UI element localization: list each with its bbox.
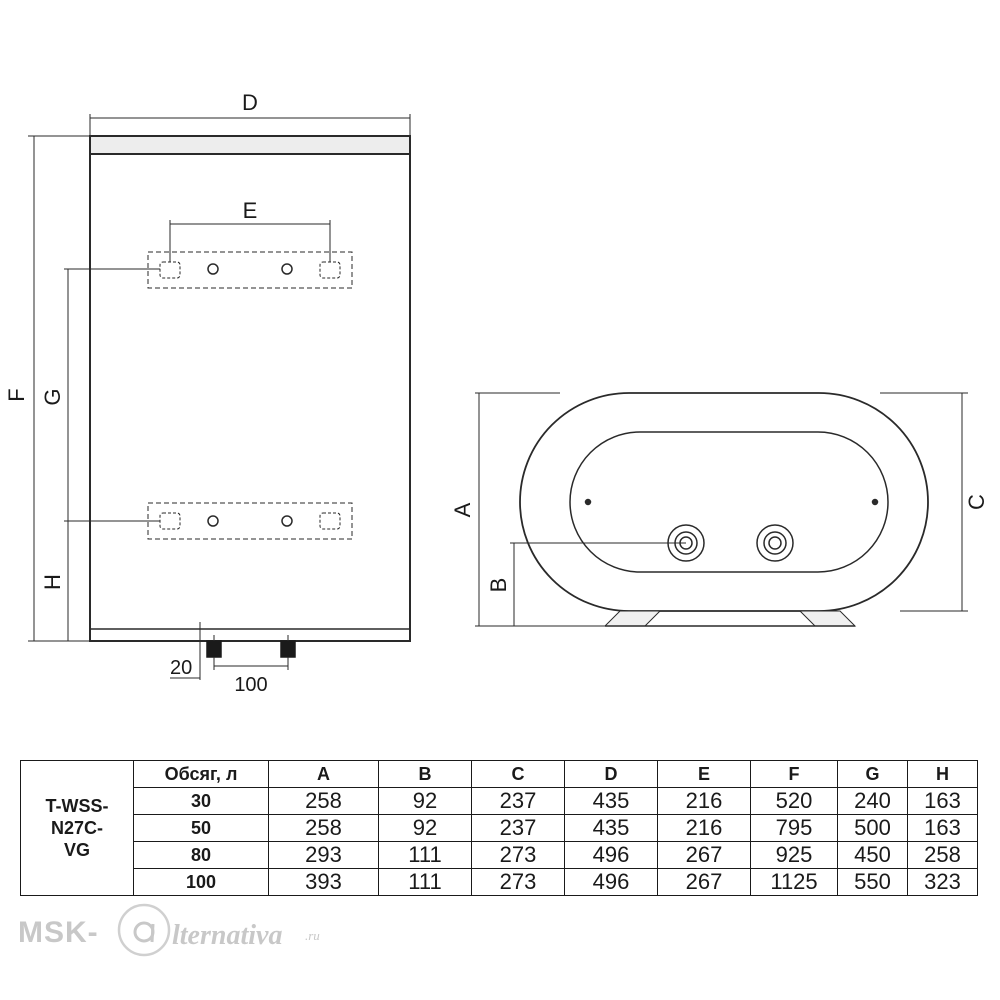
watermark: MSK- lternativa .ru <box>18 902 338 962</box>
table-header-row: T-WSS- N27C- VG Обсяг, л A B C D E F G H <box>20 760 978 896</box>
label-C: C <box>964 494 989 510</box>
spec-table: T-WSS- N27C- VG Обсяг, л A B C D E F G H… <box>20 760 978 896</box>
label-G: G <box>40 388 65 405</box>
label-F: F <box>4 388 29 401</box>
side-view <box>475 392 968 627</box>
table-row: 50 258 92 237 435 216 795 500 163 <box>21 814 978 842</box>
watermark-text-alternativa: lternativa <box>172 920 283 951</box>
header-d: D <box>564 760 658 788</box>
header-f: F <box>750 760 838 788</box>
header-c: C <box>471 760 565 788</box>
at-sign-icon <box>117 903 171 957</box>
label-H: H <box>40 574 65 590</box>
watermark-text-ru: .ru <box>305 928 320 943</box>
table-row: 100 393 111 273 496 267 1125 550 323 <box>21 868 978 896</box>
front-view <box>28 114 411 680</box>
label-E: E <box>243 198 258 223</box>
label-A: A <box>450 502 475 517</box>
table-row: 80 293 111 273 496 267 925 450 258 <box>21 841 978 869</box>
watermark-text-msk: MSK- <box>18 916 99 949</box>
label-D: D <box>242 90 258 115</box>
table-row: 30 258 92 237 435 216 520 240 163 <box>21 787 978 815</box>
model-name: T-WSS- N27C- VG <box>20 760 134 896</box>
header-g: G <box>837 760 908 788</box>
label-dim-20: 20 <box>170 657 192 679</box>
header-h: H <box>907 760 978 788</box>
label-dim-100: 100 <box>234 674 267 696</box>
label-B: B <box>486 578 511 593</box>
header-volume: Обсяг, л <box>133 760 269 788</box>
header-e: E <box>657 760 751 788</box>
header-b: B <box>378 760 472 788</box>
header-a: A <box>268 760 379 788</box>
technical-drawing: D E F G H 20 100 A B C <box>4 90 989 696</box>
